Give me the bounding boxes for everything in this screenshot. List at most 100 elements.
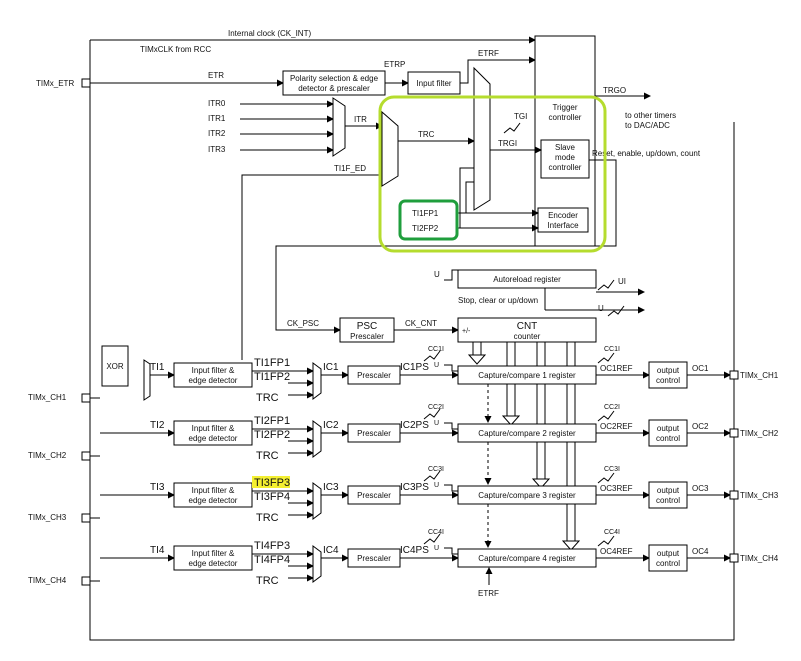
input-pin-ch1[interactable] (81, 393, 91, 403)
ti-label-ch4: TI4 (150, 545, 165, 556)
input-filter-edge-detector-ch1 (173, 362, 253, 388)
ti3fp3-highlight (252, 476, 290, 488)
ocref-label-ch4: OC4REF (600, 547, 633, 556)
fp-a-label-ch3: TI3FP3 (254, 477, 290, 489)
input-pin-ch3[interactable] (81, 513, 91, 523)
filter-label-1-ch4: Input filter & (192, 549, 235, 558)
etr-label: ETR (208, 71, 224, 80)
output-pin-label-ch1: TIMx_CH1 (740, 371, 779, 380)
input-filter-edge-detector-ch3 (173, 482, 253, 508)
output-pin-ch4[interactable] (729, 553, 739, 563)
output-control-label-2-ch3: control (656, 496, 680, 505)
itr1-label: ITR1 (208, 114, 226, 123)
cnt-title: CNT (517, 321, 538, 332)
ti2fp2-label: TI2FP2 (412, 224, 439, 233)
icps-label-ch2: IC2PS (400, 420, 429, 431)
itr-label: ITR (354, 115, 367, 124)
etrp-label: ETRP (384, 60, 405, 69)
capture-compare-label-3: Capture/compare 3 register (478, 491, 576, 500)
output-pin-label-ch2: TIMx_CH2 (740, 429, 779, 438)
output-control-label-1-ch2: output (657, 424, 680, 433)
slave-mode-highlight (378, 95, 607, 253)
cci-out-label-ch4: CC4I (604, 529, 620, 536)
etrf-bottom-label: ETRF (478, 589, 499, 598)
encoder-inputs-highlight (398, 199, 459, 241)
polarity-label-1: Polarity selection & edge (290, 74, 379, 83)
ic-mux-ch1 (312, 362, 322, 400)
ic-mux-ch2 (312, 420, 322, 458)
ui-label: UI (618, 277, 626, 286)
fp-b-label-ch3: TI3FP4 (254, 491, 290, 503)
output-control-label-1-ch1: output (657, 366, 680, 375)
oc-label-ch4: OC4 (692, 547, 709, 556)
xor-label: XOR (106, 362, 124, 371)
input-pin-label-ch4: TIMx_CH4 (28, 576, 67, 585)
cnt-plusminus: +/- (462, 328, 471, 335)
other-timers-label-1: to other timers (625, 111, 676, 120)
icps-label-ch3: IC3PS (400, 482, 429, 493)
encoder-interface-block (537, 207, 589, 233)
trc-label-ch4: TRC (256, 575, 279, 587)
filter-label-2-ch3: edge detector (189, 496, 238, 505)
input-filter-edge-detector-ch2 (173, 420, 253, 446)
slave-label-3: controller (549, 163, 582, 172)
trc-label-ch3: TRC (256, 512, 279, 524)
filter-label-2-ch2: edge detector (189, 434, 238, 443)
capture-compare-label-2: Capture/compare 2 register (478, 429, 576, 438)
ti1fp1-label: TI1FP1 (412, 209, 439, 218)
trgi-label: TRGI (498, 139, 517, 148)
input-pin-ch4[interactable] (81, 576, 91, 586)
u-label-ch2: U (434, 420, 439, 427)
tgi-signal-icon (503, 122, 521, 134)
etr-pin-label: TIMx_ETR (36, 79, 74, 88)
ic-label-ch4: IC4 (323, 545, 339, 556)
other-timers-label-2: to DAC/ADC (625, 121, 670, 130)
ic-label-ch3: IC3 (323, 482, 339, 493)
fp-a-label-ch4: TI4FP3 (254, 540, 290, 552)
cci-out-label-ch2: CC2I (604, 404, 620, 411)
tgi-label: TGI (514, 112, 527, 121)
ic-mux-ch4 (312, 545, 322, 583)
itr0-label: ITR0 (208, 99, 226, 108)
encoder-label-2: Interface (547, 221, 579, 230)
oc-label-ch3: OC3 (692, 484, 709, 493)
capture-compare-label-4: Capture/compare 4 register (478, 554, 576, 563)
trgi-mux (473, 66, 491, 211)
fp-a-label-ch2: TI2FP1 (254, 415, 290, 427)
oc-label-ch1: OC1 (692, 364, 709, 373)
output-control-label-1-ch3: output (657, 486, 680, 495)
output-pin-ch1[interactable] (729, 370, 739, 380)
internal-clock-label: Internal clock (CK_INT) (228, 29, 311, 38)
filter-label-2-ch1: edge detector (189, 376, 238, 385)
slave-mode-controller-block (540, 139, 590, 179)
etr-pin[interactable] (81, 78, 91, 88)
cci-in-label-ch1: CC1I (428, 346, 444, 353)
prescaler-label-ch3: Prescaler (357, 491, 391, 500)
slave-label-1: Slave (555, 143, 576, 152)
itr2-label: ITR2 (208, 129, 226, 138)
filter-label-1-ch3: Input filter & (192, 486, 235, 495)
output-control-ch2 (648, 419, 688, 447)
prescaler-label-ch2: Prescaler (357, 429, 391, 438)
output-pin-ch2[interactable] (729, 428, 739, 438)
ic-label-ch2: IC2 (323, 420, 339, 431)
ic-mux-ch3 (312, 482, 322, 520)
ck-psc-label: CK_PSC (287, 319, 319, 328)
cci-out-icon-ch3 (597, 472, 615, 484)
input-pin-ch2[interactable] (81, 451, 91, 461)
output-pin-ch3[interactable] (729, 490, 739, 500)
fp-b-label-ch4: TI4FP4 (254, 554, 290, 566)
icps-label-ch1: IC1PS (400, 362, 429, 373)
trc-label: TRC (418, 130, 435, 139)
fp-b-label-ch2: TI2FP2 (254, 429, 290, 441)
prescaler-label-ch4: Prescaler (357, 554, 391, 563)
ti-label-ch1: TI1 (150, 362, 165, 373)
itr-mux (332, 97, 346, 157)
input-filter-label: Input filter (416, 79, 451, 88)
output-control-label-1-ch4: output (657, 549, 680, 558)
trgo-label: TRGO (603, 86, 626, 95)
